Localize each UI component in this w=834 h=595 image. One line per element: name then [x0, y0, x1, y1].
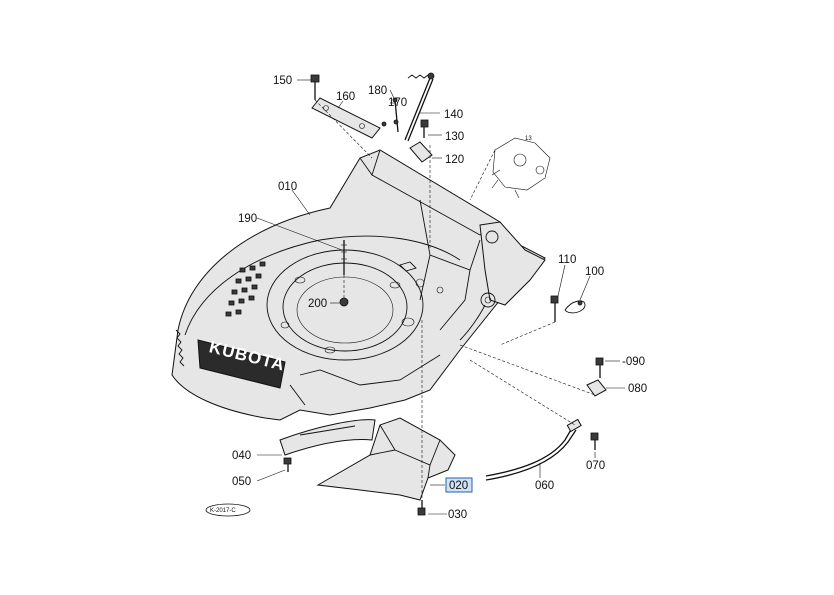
- engine-sketch: 13: [491, 136, 551, 199]
- side-discharge-flap: [279, 419, 376, 472]
- right-side-hardware: [550, 295, 607, 397]
- mulching-plate: [316, 417, 456, 516]
- label-180: 180: [368, 85, 387, 97]
- drawing-code: K-2017-C: [210, 508, 236, 514]
- handle-bracket-assembly: [310, 72, 435, 163]
- label-070: 070: [586, 460, 605, 472]
- label-120: 120: [445, 154, 464, 166]
- rear-rod: [485, 418, 599, 481]
- label-060: 060: [535, 480, 554, 492]
- label-160: 160: [336, 91, 355, 103]
- label-010: 010: [278, 181, 297, 193]
- label-020-highlight[interactable]: 020: [445, 477, 473, 493]
- label-140: 140: [444, 109, 463, 121]
- label-100: 100: [585, 266, 604, 278]
- label-080: 080: [628, 383, 647, 395]
- label-150: 150: [273, 75, 292, 87]
- part-labels: 150 160 180 170 140 130 120 010 190 200 …: [232, 75, 647, 521]
- label-040: 040: [232, 450, 251, 462]
- label-130: 130: [445, 131, 464, 143]
- label-030: 030: [448, 509, 467, 521]
- label-200: 200: [308, 298, 327, 310]
- label-050: 050: [232, 476, 251, 488]
- label-020[interactable]: 020: [449, 480, 468, 492]
- svg-text:13: 13: [525, 136, 532, 142]
- spindle-parts: [339, 240, 349, 307]
- label-110: 110: [558, 254, 576, 266]
- leader-lines: [256, 79, 625, 515]
- drawing-code-badge: K-2017-C: [205, 503, 251, 517]
- mower-deck: [171, 149, 546, 421]
- label-090: -090: [622, 356, 645, 368]
- label-170: 170: [388, 97, 407, 109]
- label-190: 190: [238, 213, 257, 225]
